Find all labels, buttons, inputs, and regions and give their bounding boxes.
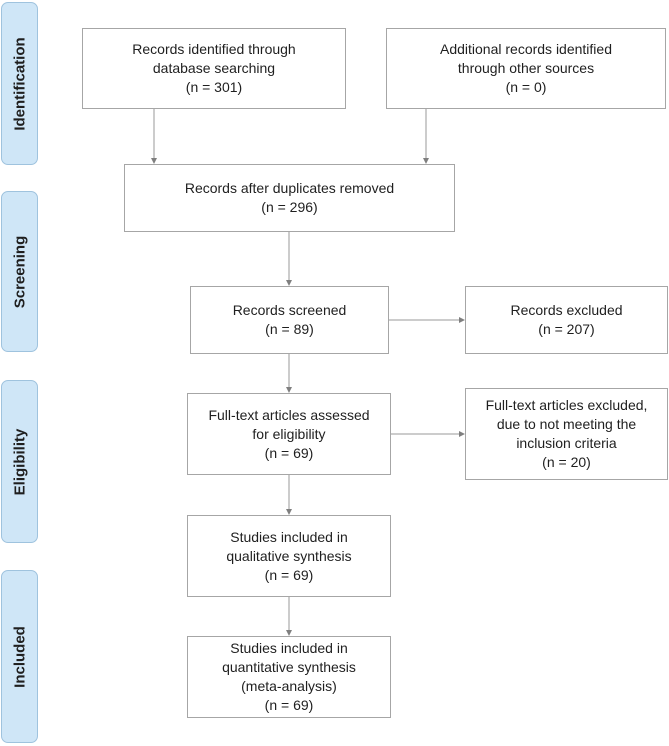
stage-label-eligibility: Eligibility — [11, 428, 28, 495]
box-records-excluded: Records excluded (n = 207) — [465, 286, 668, 354]
box-records-excluded-line-1: Records excluded — [510, 302, 623, 318]
box-qualitative-synthesis-line-2: qualitative synthesis — [226, 547, 352, 564]
stage-tab-included: Included — [1, 570, 38, 743]
box-quantitative-synthesis-line-3: (meta-analysis) — [241, 678, 337, 694]
box-other-sources: Additional records identified through ot… — [386, 28, 666, 109]
stage-tab-screening: Screening — [1, 191, 38, 352]
box-duplicates-removed: Records after duplicates removed (n = 29… — [124, 164, 455, 232]
stage-tab-identification: Identification — [1, 2, 38, 165]
box-fulltext-assessed: Full-text articles assessed for eligibil… — [187, 393, 391, 475]
box-qualitative-synthesis: Studies included in qualitative synthesi… — [187, 515, 391, 597]
box-quantitative-synthesis-line-1: Studies included in — [230, 640, 348, 656]
box-duplicates-removed-count: (n = 296) — [261, 199, 318, 215]
box-duplicates-removed-line-1: Records after duplicates removed — [184, 180, 395, 196]
box-other-sources-line-2: through other sources — [457, 60, 595, 76]
box-fulltext-excluded: Full-text articles excluded, due to not … — [465, 388, 668, 480]
box-fulltext-assessed-line-2: for eligibility — [252, 425, 326, 442]
box-records-excluded-count: (n = 207) — [538, 321, 595, 337]
stage-label-screening: Screening — [11, 235, 28, 308]
box-qualitative-synthesis-count: (n = 69) — [264, 566, 314, 583]
box-fulltext-assessed-count: (n = 69) — [264, 444, 314, 461]
box-qualitative-synthesis-line-1: Studies included in — [230, 528, 348, 545]
box-fulltext-excluded-line-2: due to not meeting the — [496, 416, 637, 432]
stage-tab-eligibility: Eligibility — [1, 380, 38, 543]
box-records-screened: Records screened (n = 89) — [190, 286, 389, 354]
box-other-sources-count: (n = 0) — [505, 79, 547, 95]
box-quantitative-synthesis-count: (n = 69) — [264, 697, 314, 713]
box-database-records-line-1: Records identified through — [132, 41, 296, 57]
stage-label-included: Included — [11, 625, 28, 688]
box-database-records-line-2: database searching — [152, 60, 276, 76]
box-fulltext-excluded-count: (n = 20) — [542, 454, 591, 470]
box-fulltext-excluded-line-1: Full-text articles excluded, — [485, 397, 648, 413]
box-fulltext-assessed-line-1: Full-text articles assessed — [208, 406, 370, 423]
stage-label-identification: Identification — [11, 36, 28, 131]
box-quantitative-synthesis: Studies included in quantitative synthes… — [187, 636, 391, 718]
box-other-sources-line-1: Additional records identified — [440, 41, 612, 57]
box-fulltext-excluded-line-3: inclusion criteria — [516, 435, 617, 451]
box-database-records: Records identified through database sear… — [82, 28, 346, 109]
box-records-screened-count: (n = 89) — [265, 321, 314, 337]
box-records-screened-line-1: Records screened — [232, 302, 347, 318]
box-quantitative-synthesis-line-2: quantitative synthesis — [222, 659, 356, 675]
box-database-records-count: (n = 301) — [185, 79, 243, 95]
